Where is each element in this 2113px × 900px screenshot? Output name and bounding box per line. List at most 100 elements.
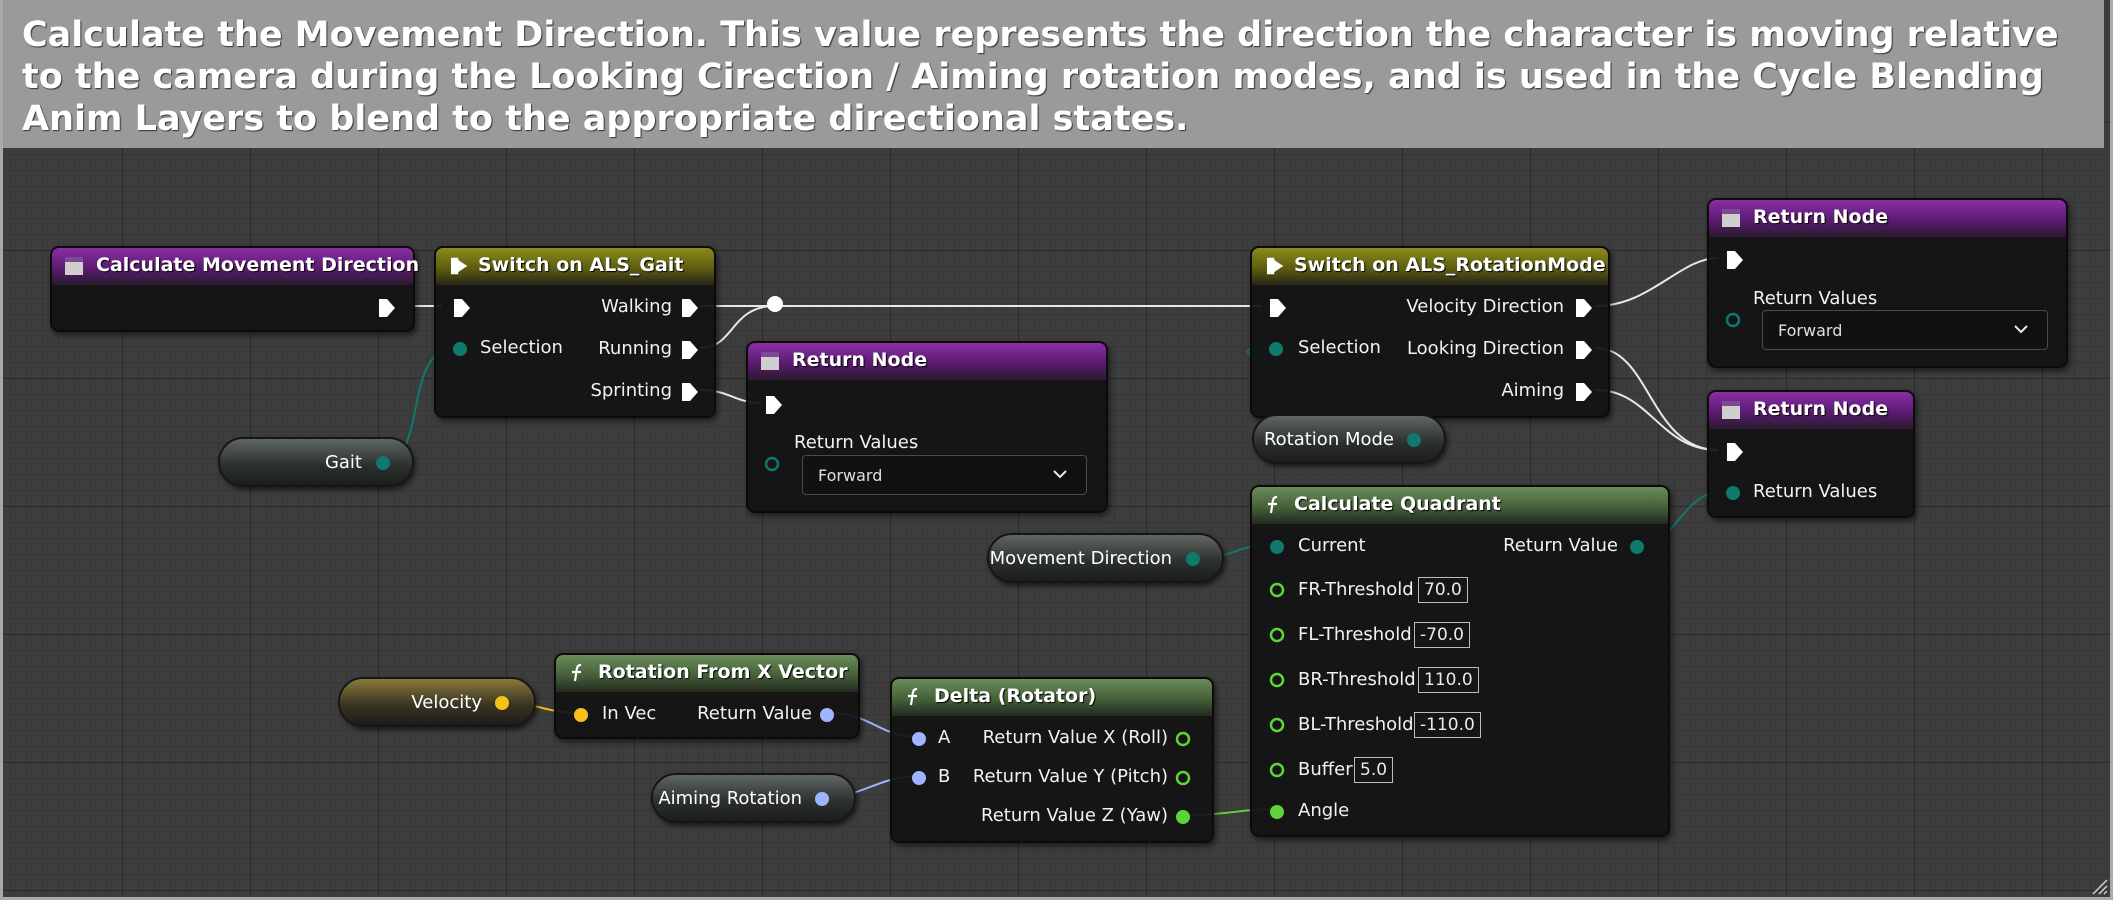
- return-values-dropdown[interactable]: Forward: [802, 455, 1087, 495]
- enum-input-pin[interactable]: [1267, 340, 1285, 358]
- float-input-pin-fl[interactable]: [1268, 626, 1286, 644]
- enum-output-pin[interactable]: [374, 454, 392, 472]
- float-output-pin[interactable]: [1184, 550, 1202, 568]
- fl-threshold-input[interactable]: -70.0: [1414, 622, 1470, 648]
- chevron-down-icon: [1053, 470, 1067, 479]
- node-return-2[interactable]: Return Node Return Values Forward: [1707, 198, 2068, 368]
- function-f-icon: [908, 687, 918, 706]
- exec-output-pin-running[interactable]: [680, 339, 700, 361]
- exec-input-pin[interactable]: [764, 394, 784, 416]
- exec-input-pin[interactable]: [1725, 249, 1745, 271]
- buffer-input[interactable]: 5.0: [1354, 757, 1394, 783]
- float-output-pin-yaw[interactable]: [1174, 808, 1192, 826]
- node-header: [1709, 392, 1913, 429]
- aiming-label: Aiming: [1501, 380, 1564, 401]
- node-title: Switch on ALS_Gait: [478, 254, 684, 276]
- node-rotation-from-x-vector[interactable]: Rotation From X Vector In Vec Return Val…: [554, 653, 860, 739]
- rotator-output-pin[interactable]: [818, 706, 836, 724]
- function-entry-icon: [761, 352, 779, 370]
- vector-output-pin[interactable]: [493, 694, 511, 712]
- exec-output-pin-looking[interactable]: [1574, 339, 1594, 361]
- enum-output-pin[interactable]: [1405, 431, 1423, 449]
- fl-threshold-label: FL-Threshold: [1298, 624, 1412, 645]
- variable-movement-direction[interactable]: Movement Direction: [987, 533, 1224, 583]
- return-value-label: Return Value: [1503, 535, 1618, 556]
- node-delta-rotator[interactable]: Delta (Rotator) A B Return Value X (Roll…: [890, 677, 1214, 843]
- br-threshold-input[interactable]: 110.0: [1418, 667, 1479, 693]
- reroute-knot: [767, 296, 783, 312]
- rotator-input-pin-b[interactable]: [910, 769, 928, 787]
- node-switch-on-als-rotationmode[interactable]: Switch on ALS_RotationMode Selection Vel…: [1250, 246, 1610, 418]
- function-entry-icon: [1722, 401, 1740, 419]
- fr-threshold-input[interactable]: 70.0: [1418, 577, 1468, 603]
- variable-label: Rotation Mode: [1263, 429, 1394, 450]
- float-input-pin-br[interactable]: [1268, 671, 1286, 689]
- selection-label: Selection: [1298, 337, 1381, 358]
- node-title: Calculate Quadrant: [1294, 493, 1501, 515]
- bl-threshold-input[interactable]: -110.0: [1414, 712, 1481, 738]
- a-label: A: [938, 727, 951, 748]
- vector-input-pin[interactable]: [572, 706, 590, 724]
- float-input-pin[interactable]: [1724, 484, 1742, 502]
- exec-output-pin-aiming[interactable]: [1574, 381, 1594, 403]
- float-output-pin-roll[interactable]: [1174, 730, 1192, 748]
- angle-label: Angle: [1298, 800, 1350, 821]
- float-output-pin-pitch[interactable]: [1174, 769, 1192, 787]
- node-return-1[interactable]: Return Node Return Values Forward: [746, 341, 1108, 513]
- node-title: Rotation From X Vector: [598, 661, 848, 683]
- float-input-pin-fr[interactable]: [1268, 581, 1286, 599]
- velocity-direction-label: Velocity Direction: [1406, 296, 1564, 317]
- resize-grip-icon[interactable]: [2089, 876, 2109, 896]
- float-input-pin-bl[interactable]: [1268, 716, 1286, 734]
- function-entry-icon: [1722, 209, 1740, 227]
- variable-velocity[interactable]: Velocity: [338, 677, 536, 727]
- in-vec-label: In Vec: [602, 703, 657, 724]
- b-label: B: [938, 766, 951, 787]
- return-values-label: Return Values: [1753, 288, 1878, 309]
- variable-rotation-mode[interactable]: Rotation Mode: [1252, 414, 1446, 464]
- exec-output-pin-walking[interactable]: [680, 297, 700, 319]
- float-output-pin[interactable]: [1628, 538, 1646, 556]
- rotator-output-pin[interactable]: [813, 790, 831, 808]
- exec-output-pin-velocity[interactable]: [1574, 297, 1594, 319]
- float-input-pin-current[interactable]: [1268, 538, 1286, 556]
- br-threshold-label: BR-Threshold: [1298, 669, 1416, 690]
- exec-output-pin-sprinting[interactable]: [680, 381, 700, 403]
- node-header: [52, 248, 413, 285]
- variable-label: Aiming Rotation: [658, 788, 802, 809]
- pitch-label: Return Value Y (Pitch): [972, 766, 1168, 787]
- variable-label: Movement Direction: [989, 548, 1172, 569]
- rotator-input-pin-a[interactable]: [910, 730, 928, 748]
- float-input-pin-angle[interactable]: [1268, 803, 1286, 821]
- node-header: [892, 679, 1212, 716]
- enum-input-pin[interactable]: [451, 340, 469, 358]
- exec-output-pin[interactable]: [377, 297, 397, 319]
- node-title: Return Node: [792, 349, 928, 371]
- node-return-3[interactable]: Return Node Return Values: [1707, 390, 1915, 518]
- bl-threshold-label: BL-Threshold: [1298, 714, 1414, 735]
- exec-input-pin[interactable]: [1725, 441, 1745, 463]
- return-values-dropdown[interactable]: Forward: [1762, 310, 2048, 350]
- function-entry-icon: [65, 257, 83, 275]
- variable-aiming-rotation[interactable]: Aiming Rotation: [651, 773, 856, 823]
- node-calculate-quadrant[interactable]: Calculate Quadrant Current Return Value …: [1250, 485, 1670, 837]
- variable-label: Velocity: [411, 692, 482, 713]
- node-calculate-movement-direction[interactable]: Calculate Movement Direction: [50, 246, 419, 332]
- node-switch-on-als-gait[interactable]: Switch on ALS_Gait Selection Walking Run…: [434, 246, 716, 418]
- exec-wire: [1595, 347, 1719, 451]
- return-value-label: Return Value: [697, 703, 812, 724]
- exec-input-pin[interactable]: [452, 297, 472, 319]
- variable-gait[interactable]: Gait: [218, 437, 414, 487]
- float-input-pin-buffer[interactable]: [1268, 761, 1286, 779]
- exec-input-pin[interactable]: [1268, 297, 1288, 319]
- sprinting-label: Sprinting: [590, 380, 672, 401]
- comment-header[interactable]: Calculate the Movement Direction. This v…: [3, 0, 2104, 148]
- enum-input-pin[interactable]: [1724, 311, 1742, 329]
- enum-input-pin[interactable]: [763, 455, 781, 473]
- node-title: Calculate Movement Direction: [96, 254, 420, 276]
- node-header: [1252, 248, 1608, 285]
- node-header: [1252, 487, 1668, 524]
- function-f-icon: [572, 663, 582, 682]
